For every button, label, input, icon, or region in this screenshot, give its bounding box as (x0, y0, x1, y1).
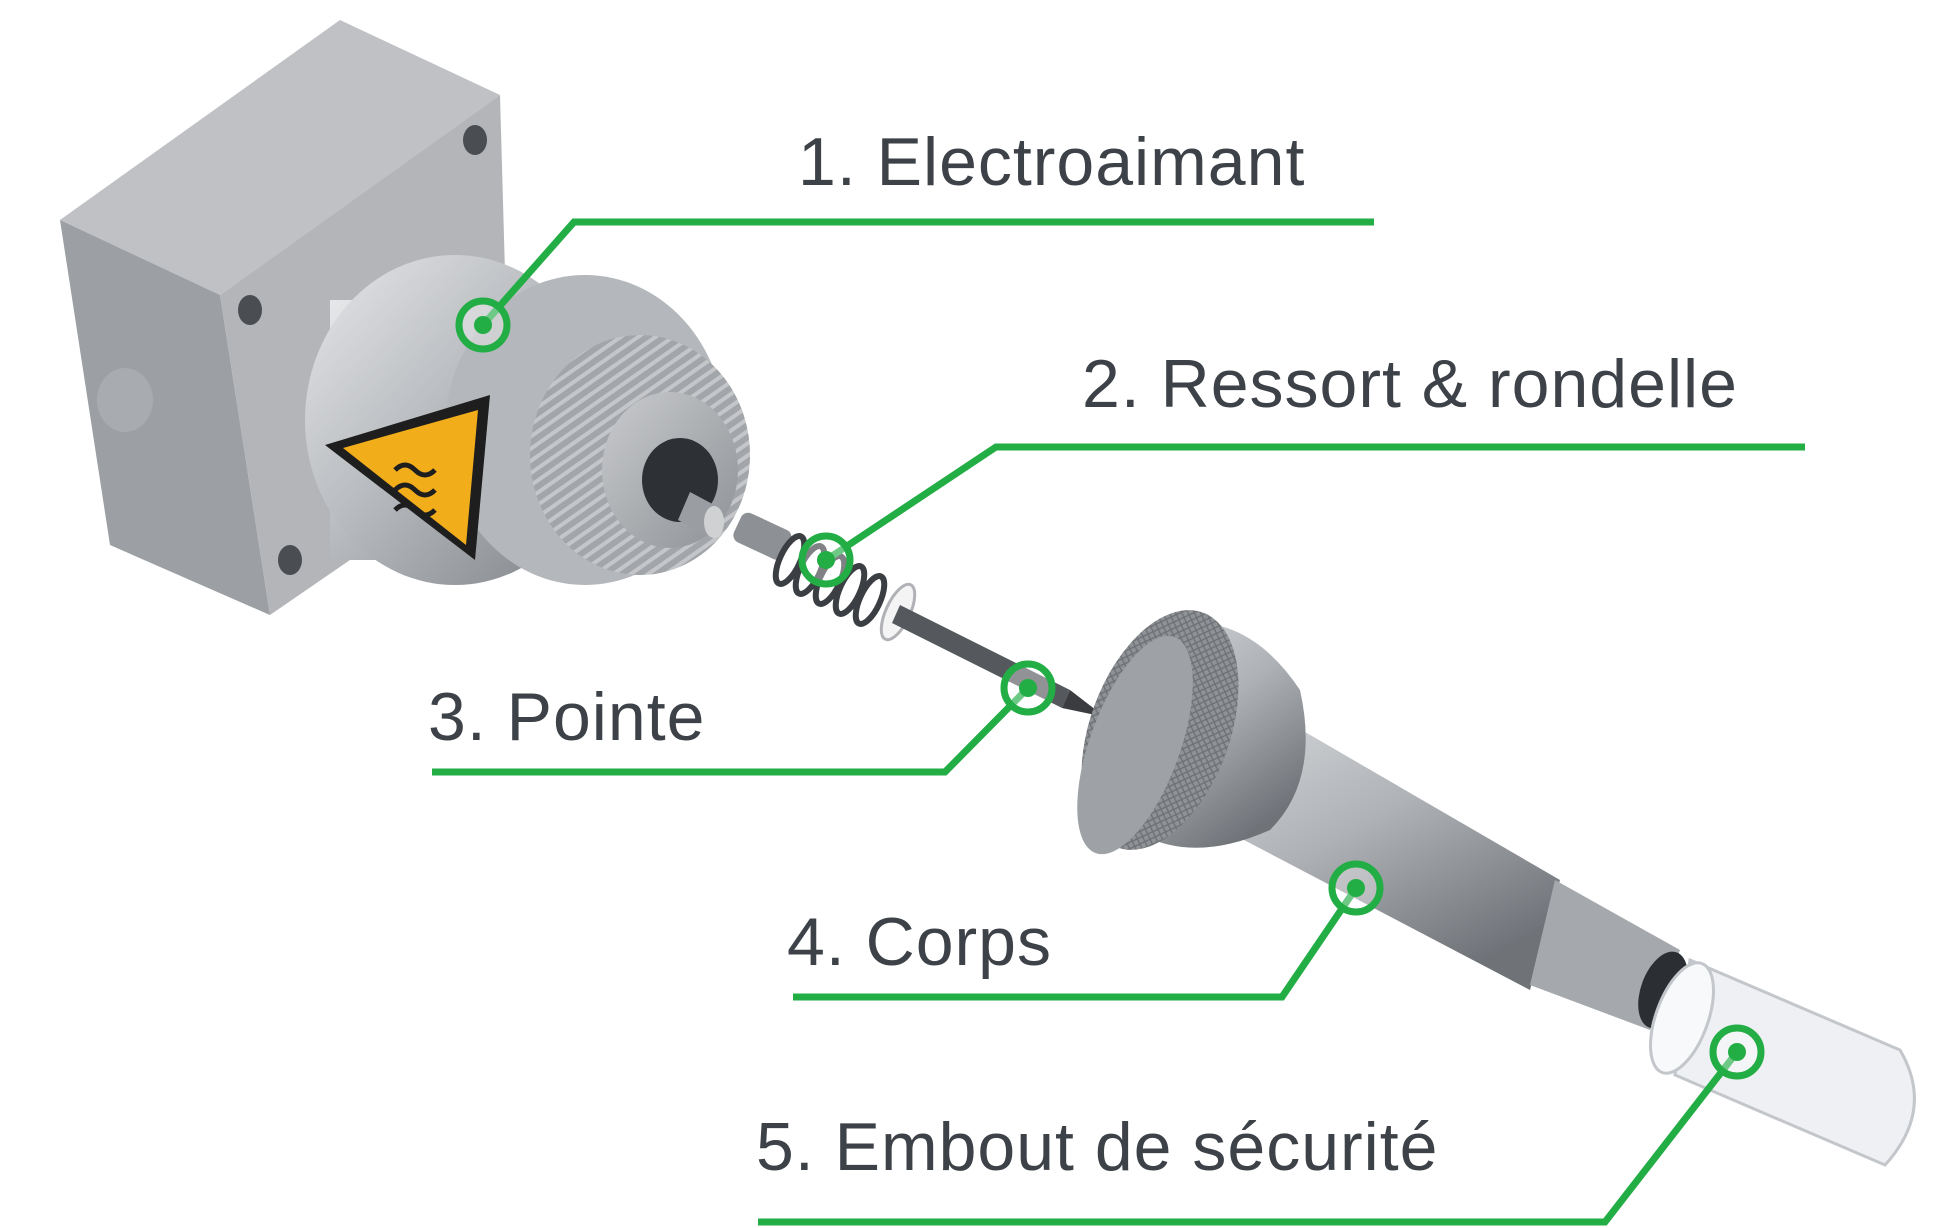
callout-marker-5 (1709, 1024, 1765, 1080)
label-electroaimant: 1. Electroaimant (798, 124, 1306, 200)
label-ressort-rondelle: 2. Ressort & rondelle (1082, 346, 1738, 422)
callout-line-4 (793, 886, 1359, 1001)
label-corps: 4. Corps (787, 904, 1052, 980)
callout-line-1 (480, 218, 1374, 328)
safety-tip-part (1649, 957, 1916, 1167)
callout-line-5 (758, 1049, 1740, 1226)
callout-line-2 (824, 443, 1805, 563)
callout-marker-3 (1000, 660, 1056, 716)
callout-marker-4 (1328, 860, 1384, 916)
label-embout-securite: 5. Embout de sécurité (756, 1109, 1439, 1185)
electromagnet-part (60, 20, 750, 615)
callout-marker-1 (455, 297, 511, 353)
needle-part (892, 605, 1105, 717)
callout-lines (432, 218, 1805, 1226)
hot-surface-warning-icon (325, 395, 490, 560)
callout-line-3 (432, 685, 1031, 776)
label-pointe: 3. Pointe (428, 679, 706, 755)
body-part (1077, 610, 1688, 1030)
callout-markers (455, 297, 1765, 1080)
callout-marker-2 (798, 532, 854, 588)
